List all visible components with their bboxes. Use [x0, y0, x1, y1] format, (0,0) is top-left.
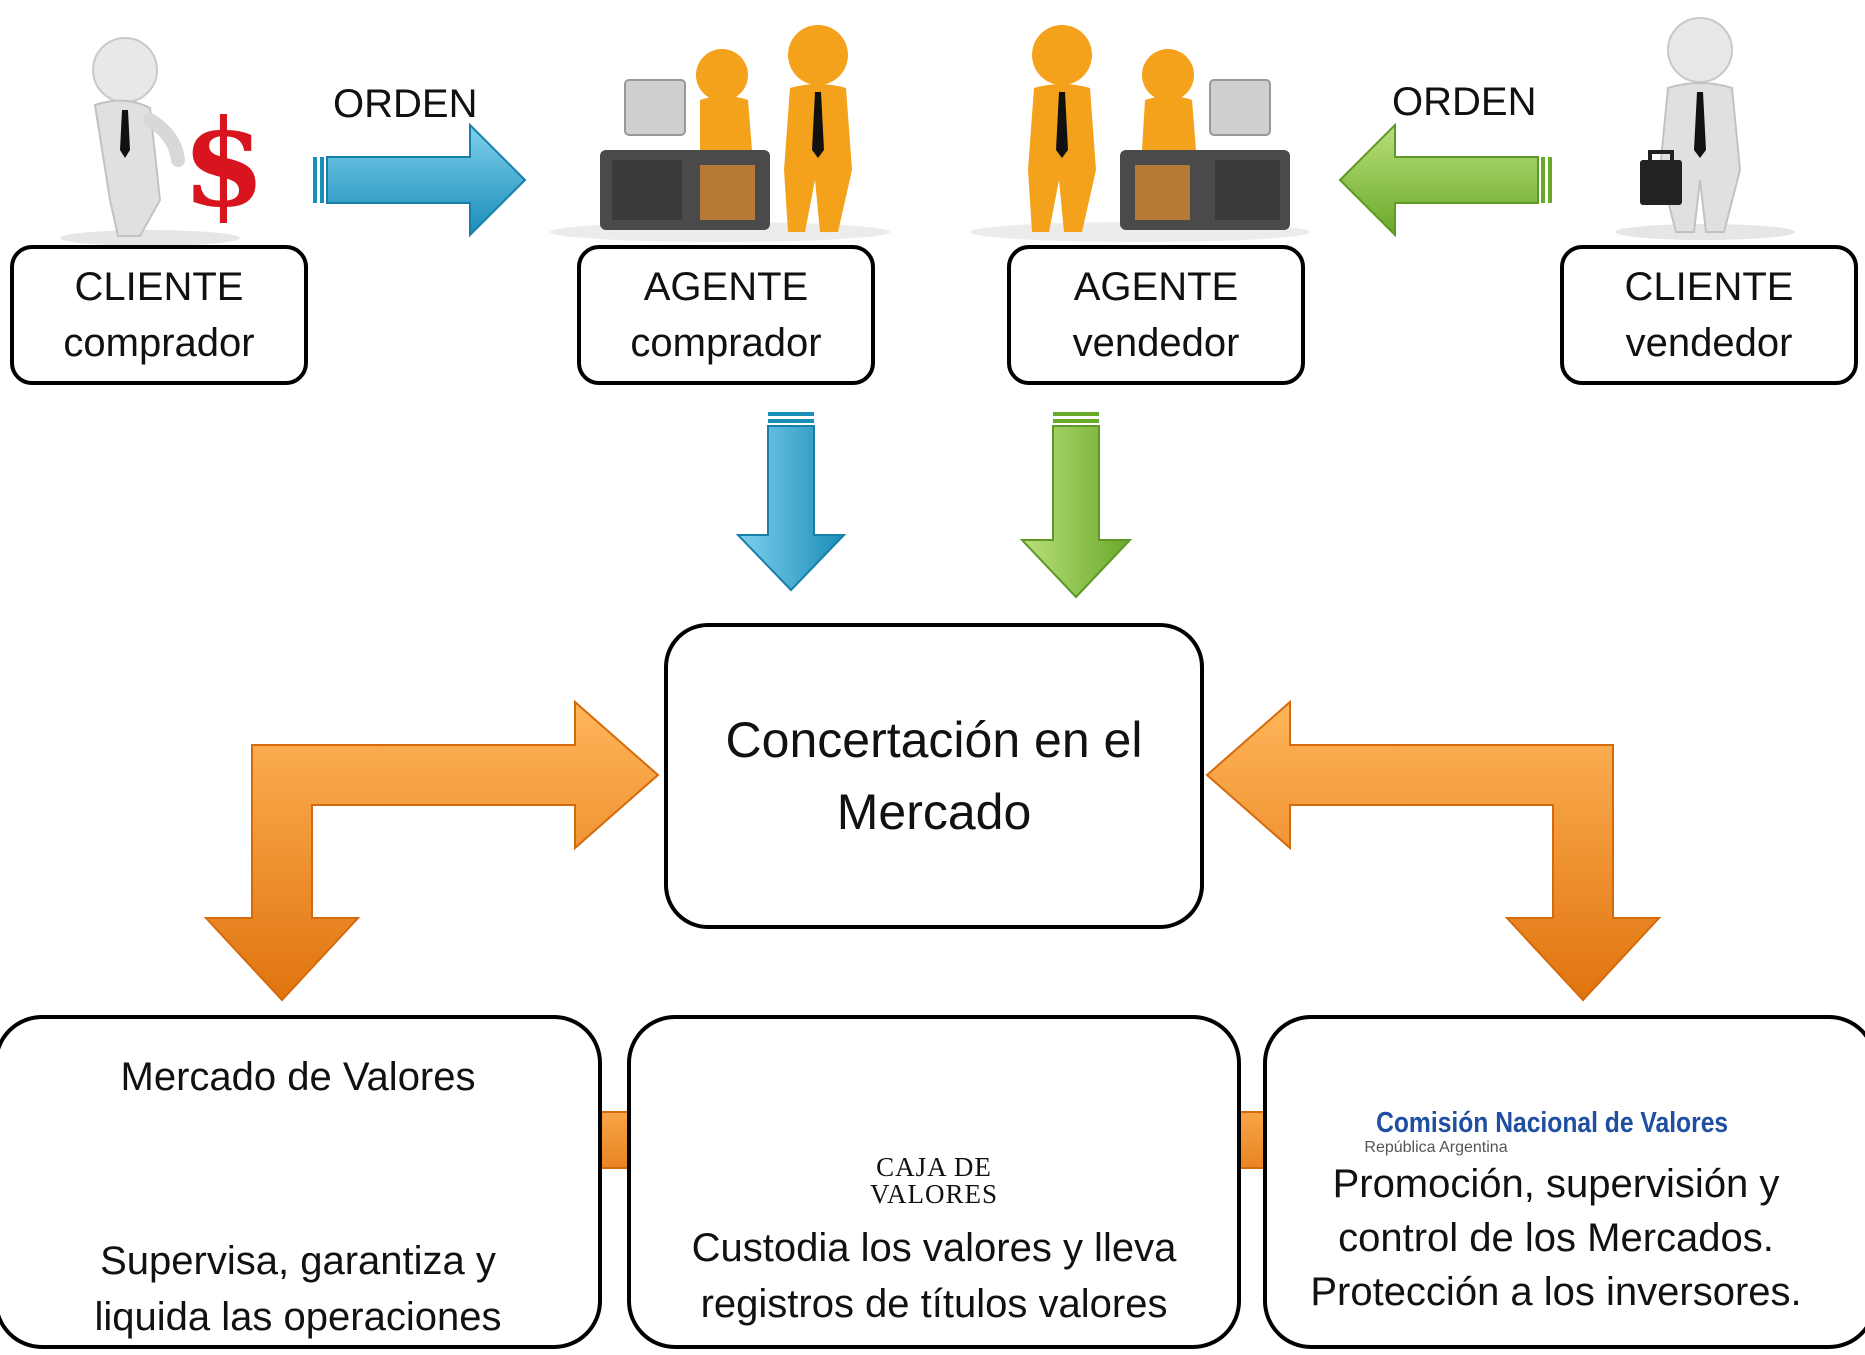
center-line1: Concertación en el [725, 712, 1143, 768]
client-seller-box: CLIENTE vendedor [1560, 245, 1858, 385]
agent-seller-box: AGENTE vendedor [1007, 245, 1305, 385]
custody-desc-line1: Custodia los valores y lleva [691, 1226, 1177, 1270]
regulator-box: Comisión Nacional de Valores República A… [1263, 1015, 1865, 1349]
client-buyer-line2: comprador [63, 321, 255, 365]
caja-logo-line1: CAJA DE [876, 1152, 992, 1182]
agent-seller-line2: vendedor [1072, 321, 1240, 365]
client-buyer-figure-icon: $ [60, 37, 266, 246]
market-concertation-box: Concertación en el Mercado [664, 623, 1204, 929]
agent-buyer-line2: comprador [630, 321, 822, 365]
market-desc-line2: liquida las operaciones [94, 1295, 502, 1339]
order-arrow-right-icon [313, 122, 527, 238]
market-box: Mercado de Valores Supervisa, garantiza … [0, 1015, 602, 1349]
custody-desc-line2: registros de títulos valores [700, 1282, 1168, 1326]
agent-buyer-box: AGENTE comprador [577, 245, 875, 385]
svg-text:$: $ [182, 93, 266, 234]
regulator-desc-line2: control de los Mercados. [1338, 1216, 1774, 1260]
regulator-desc-line1: Promoción, supervisión y [1332, 1162, 1780, 1206]
agent-seller-figures-icon [970, 25, 1310, 242]
client-seller-figure-icon [1615, 17, 1795, 240]
market-desc-line1: Supervisa, garantiza y [100, 1239, 496, 1283]
seller-down-arrow-icon [1019, 412, 1133, 599]
order-label-left: ORDEN [333, 82, 478, 126]
order-arrow-left-icon [1338, 122, 1552, 238]
client-buyer-box: CLIENTE comprador [10, 245, 308, 385]
agent-seller-line1: AGENTE [1073, 265, 1239, 309]
right-elbow-double-arrow-icon [1205, 699, 1662, 1002]
agent-buyer-figures-icon [550, 25, 890, 242]
cnv-logo-name: Comisión Nacional de Valores [1375, 1107, 1729, 1139]
client-seller-line2: vendedor [1625, 321, 1793, 365]
custody-box: CAJA DE VALORES Custodia los valores y l… [627, 1015, 1241, 1349]
client-buyer-line1: CLIENTE [74, 265, 244, 309]
order-label-right: ORDEN [1392, 80, 1537, 124]
left-elbow-double-arrow-icon [203, 699, 660, 1002]
buyer-down-arrow-icon [735, 412, 847, 592]
client-seller-line1: CLIENTE [1624, 265, 1794, 309]
center-line2: Mercado [836, 784, 1032, 840]
cnv-logo-country: República Argentina [1364, 1139, 1508, 1156]
agent-buyer-line1: AGENTE [643, 265, 809, 309]
caja-logo-line2: VALORES [869, 1179, 999, 1209]
market-title: Mercado de Valores [120, 1055, 476, 1099]
regulator-desc-line3: Protección a los inversores. [1310, 1270, 1802, 1314]
